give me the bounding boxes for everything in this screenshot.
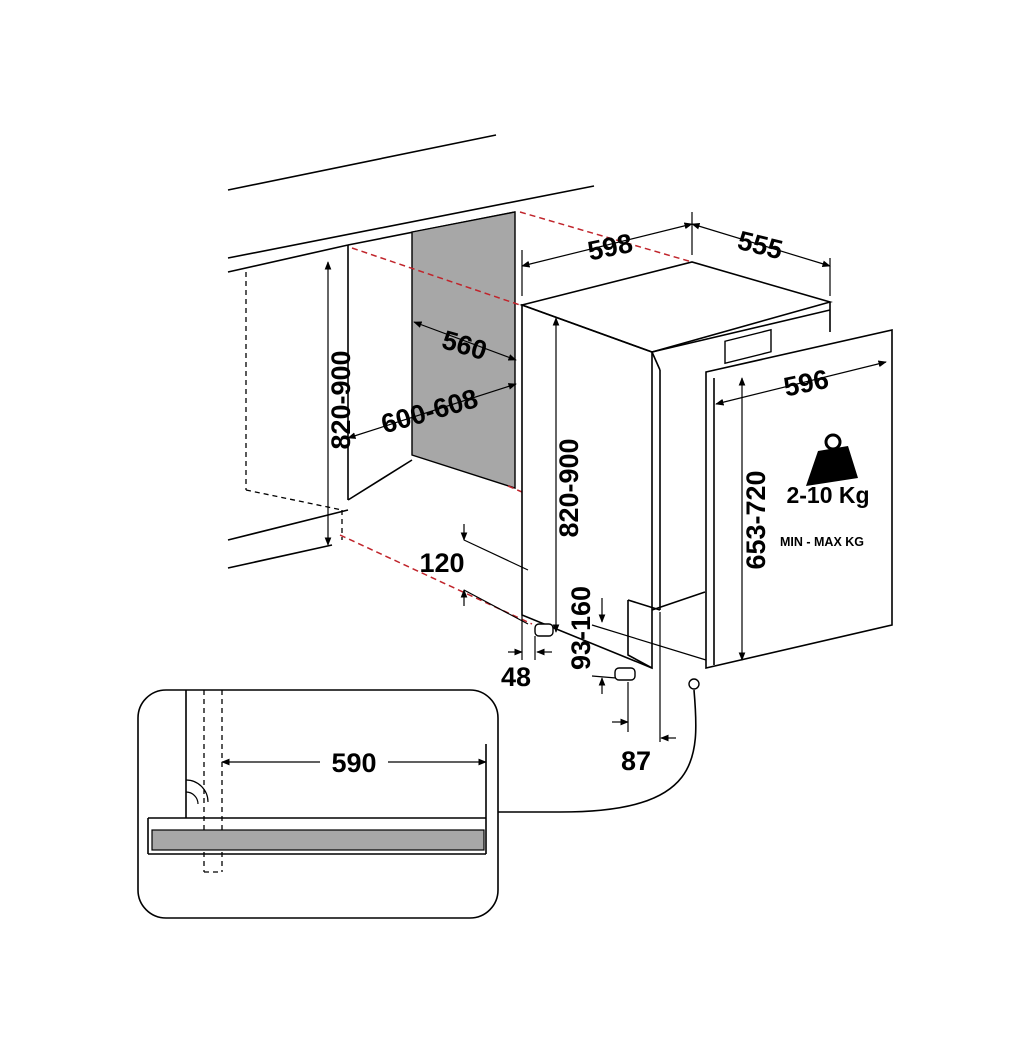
detail-box (137, 689, 499, 919)
detail-width-label: 590 (331, 748, 376, 778)
weight-range: 2-10 Kg (786, 482, 869, 508)
appliance-height-label: 820-900 (554, 438, 584, 537)
detail-bar (151, 829, 485, 851)
niche-depth-dimension (413, 321, 517, 361)
niche-outline (227, 245, 413, 569)
dishwasher-body (519, 261, 833, 670)
appliance-depth-dimension (691, 222, 831, 268)
detail-callout-marker (688, 678, 700, 690)
weight-caption: MIN - MAX KG (780, 535, 864, 549)
plinth-gap-label: 93-160 (566, 586, 596, 670)
appliance-width-dimension (521, 222, 693, 268)
foot-offset-label: 48 (501, 662, 531, 692)
panel-height-label: 653-720 (741, 470, 771, 569)
cut-lines (339, 211, 693, 625)
panel-offset-label: 87 (621, 746, 651, 776)
weight-icon (806, 433, 858, 486)
countertop (227, 134, 595, 273)
appliance-depth-label: 555 (735, 225, 786, 265)
niche-width-dimension (347, 383, 517, 439)
plinth-height-label: 120 (419, 548, 464, 578)
detail-leader-line (498, 689, 697, 813)
niche-height-label: 820-900 (326, 350, 356, 449)
front-panel (705, 328, 893, 670)
